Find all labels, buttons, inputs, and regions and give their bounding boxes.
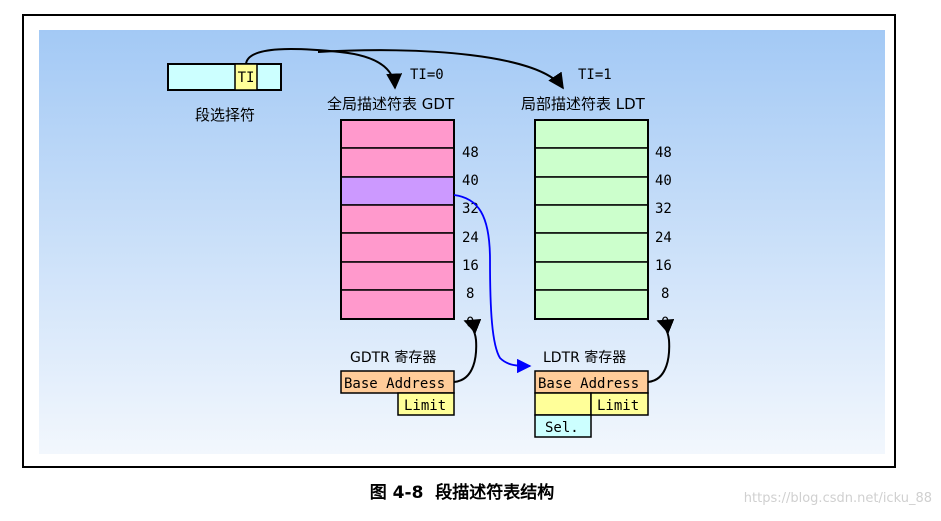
diagram-panel	[39, 30, 885, 454]
ti0-arrow	[245, 48, 403, 90]
gdtr-limit-field	[397, 392, 455, 416]
watermark: https://blog.csdn.net/icku_88	[744, 491, 932, 506]
ldt-offset-label: 24	[655, 230, 672, 246]
gdt-offset-label: 24	[462, 230, 479, 246]
gdtr-to-gdt-arrow	[453, 318, 482, 383]
gdt-table	[340, 119, 455, 320]
gdtr-register: GDTR 寄存器 Base Address Limit	[340, 349, 455, 416]
ldt-offset-label: 8	[661, 286, 669, 302]
gdt-row	[340, 147, 455, 178]
ldt-row	[534, 289, 649, 320]
ldt-row	[534, 232, 649, 263]
gdt-to-ldtr-arrow	[453, 194, 532, 374]
gdtr-base-label: Base Address	[344, 376, 445, 392]
gdt-selected-row	[340, 176, 455, 206]
ldt-row	[534, 204, 649, 234]
ldt-title: 局部描述符表 LDT	[521, 95, 646, 113]
gdt-offset-label: 40	[462, 173, 479, 189]
gdt-title: 全局描述符表 GDT	[327, 95, 455, 113]
ldt-row	[534, 261, 649, 291]
gdt-row	[340, 119, 455, 149]
ldtr-selector-label: Sel.	[545, 420, 579, 436]
gdt-row	[340, 204, 455, 234]
gdt-offset-label: 8	[466, 286, 474, 302]
gdtr-limit-label: Limit	[404, 398, 446, 414]
ldt-row	[534, 147, 649, 178]
ldt-table	[534, 119, 649, 320]
ldtr-title: LDTR 寄存器	[543, 349, 626, 366]
ldt-offset-label: 16	[655, 258, 672, 274]
ti0-label: TI=0	[410, 67, 444, 83]
ti1-arrow	[317, 49, 564, 90]
ldtr-selector-field	[534, 414, 592, 438]
gdt-row	[340, 261, 455, 291]
gdt-row	[340, 289, 455, 320]
ldtr-base-label: Base Address	[538, 376, 639, 392]
selector-caption: 段选择符	[195, 106, 255, 124]
ti-label: TI	[238, 70, 255, 86]
ldtr-blank-field	[534, 392, 592, 416]
ti1-label: TI=1	[578, 67, 612, 83]
ldt-offsets: 48 40 32 24 16 8 0	[655, 145, 672, 331]
gdt-row	[340, 232, 455, 263]
ldt-row	[534, 119, 649, 149]
ldt-offset-label: 40	[655, 173, 672, 189]
gdt-offset-label: 32	[462, 201, 479, 217]
segment-selector: TI 段选择符	[167, 63, 282, 124]
ldtr-limit-field	[590, 392, 649, 416]
gdt-offset-label: 48	[462, 145, 479, 161]
ldt-offset-label: 48	[655, 145, 672, 161]
gdt-table-border	[340, 119, 455, 320]
ldt-offset-label: 32	[655, 201, 672, 217]
gdt-offset-label: 16	[462, 258, 479, 274]
ldt-table-border	[534, 119, 649, 320]
ldtr-limit-label: Limit	[597, 398, 639, 414]
gdtr-title: GDTR 寄存器	[350, 349, 436, 366]
selector-box	[167, 63, 282, 91]
ldtr-to-ldt-arrow	[647, 318, 675, 383]
figure-caption: 图 4-8 段描述符表结构	[370, 482, 554, 503]
ldtr-register: LDTR 寄存器 Base Address Limit Sel.	[534, 349, 649, 438]
ldt-row	[534, 176, 649, 206]
